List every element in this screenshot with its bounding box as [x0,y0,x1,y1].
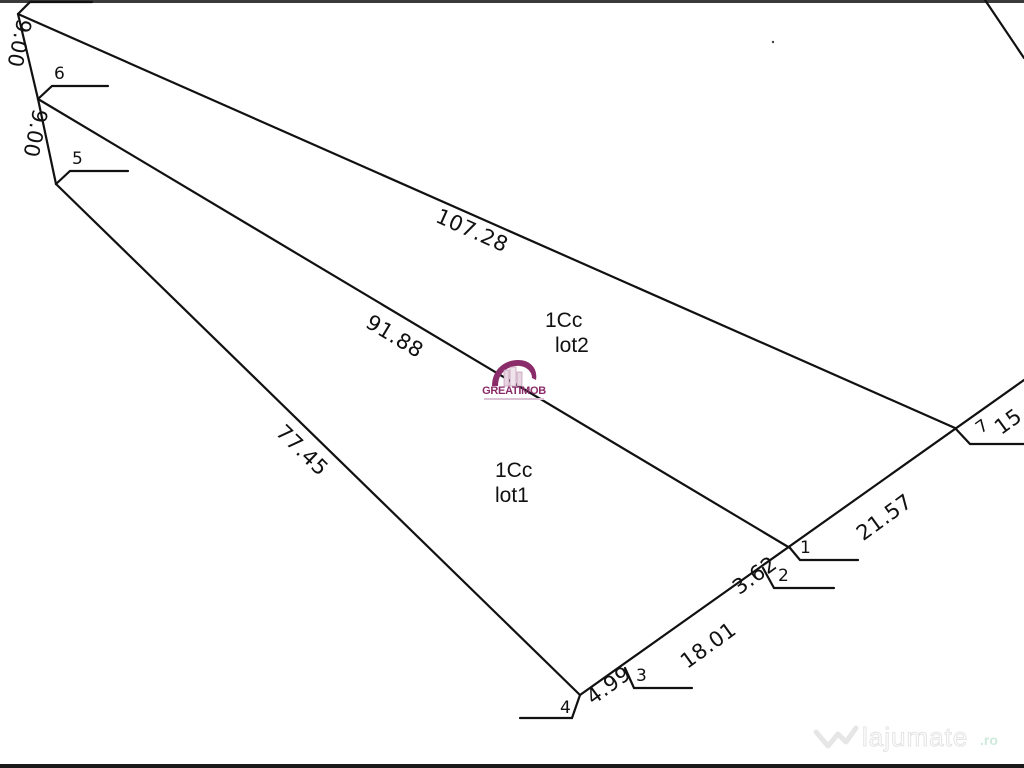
boundary-top-to-7 [16,12,957,430]
boundary-5-to-4 [54,182,582,697]
leader-6 [36,84,110,101]
point-label-3: 3 [636,666,647,686]
parcel-lot2-label: 1Cc lot2 [545,308,589,358]
leader-2 [761,566,836,590]
point-label-1: 1 [800,538,811,558]
point-label-5: 5 [72,149,83,169]
parcel-lot1-name: lot1 [495,484,529,507]
logo-tagline [484,398,544,400]
leader-7 [953,426,1024,446]
boundary-top-to-6 [16,12,40,101]
boundary-4-to-beyond [578,378,1024,697]
greatimob-logo: GREATIMOB [474,358,554,404]
lajumate-watermark: lajumate .ro [812,718,1022,758]
boundary-6-to-5 [36,97,58,186]
boundary-top-right [983,0,1024,60]
point-label-4: 4 [560,698,571,718]
divider-6-to-1 [36,97,792,550]
watermark-text: lajumate [861,722,969,753]
leader-3 [623,666,694,690]
logo-text: GREATIMOB [482,385,546,397]
leader-top [16,0,94,16]
top-border [0,0,1024,3]
parcel-lot2-code: 1Cc [545,309,583,332]
heart-check-icon [813,725,859,749]
parcel-lot1-code: 1Cc [495,459,533,482]
leader-1 [788,546,860,562]
bottom-border [0,764,1024,768]
watermark-suffix: .ro [980,732,998,748]
building-lion-icon [492,360,537,387]
leader-5 [54,169,130,186]
point-label-6: 6 [54,64,65,84]
leader-4 [518,693,582,720]
point-label-2: 2 [778,566,789,586]
parcel-lot1-label: 1Cc lot1 [495,458,532,508]
parcel-lot2-name: lot2 [555,334,589,357]
